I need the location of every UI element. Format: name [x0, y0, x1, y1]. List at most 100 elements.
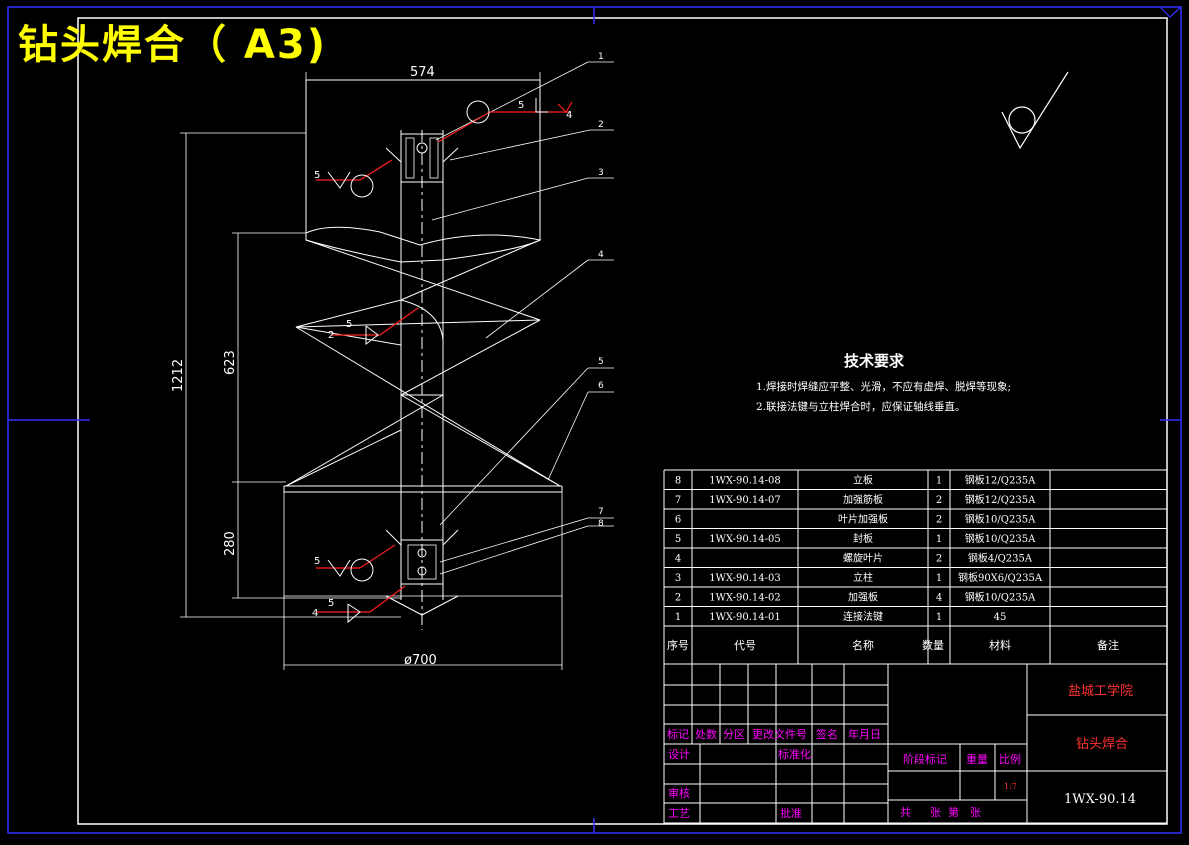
bom-cell-qty: 1 — [936, 534, 942, 545]
bom-cell-no: 4 — [675, 554, 681, 565]
bom-cell-no: 5 — [675, 534, 681, 545]
dim-diameter: ø700 — [404, 653, 437, 668]
bom-cell-material: 45 — [994, 612, 1007, 623]
bom-cell-code: 1WX-90.14-08 — [709, 476, 781, 487]
bom-cell-qty: 1 — [936, 612, 942, 623]
bom-cell-qty: 4 — [936, 593, 942, 604]
bom-cell-name: 封板 — [853, 532, 873, 545]
tb-scale: 1:7 — [1004, 782, 1017, 791]
bom-header-qty: 数量 — [922, 639, 944, 652]
weld-symbol-marks — [327, 98, 548, 624]
bom-cell-no: 8 — [675, 476, 681, 487]
tb-label-mark: 标记 — [667, 727, 689, 741]
weld-symbols — [316, 101, 573, 613]
tb-school: 盐城工学院 — [1068, 683, 1133, 699]
weld-size-label: 5 — [518, 100, 524, 111]
bom-header-code: 代号 — [734, 639, 756, 652]
tb-label-change-doc: 更改文件号 — [752, 727, 807, 741]
bom-cell-qty: 1 — [936, 573, 942, 584]
drill-bit-view — [283, 79, 563, 630]
bom-cell-name: 加强板 — [848, 591, 878, 604]
weld-count-label: 2 — [328, 330, 334, 341]
bom-header-no: 序号 — [667, 638, 689, 652]
bom-cell-code: 1WX-90.14-01 — [709, 612, 781, 623]
tb-label-sheet-no: 第 — [948, 805, 959, 819]
tb-label-sheets-unit: 张 — [930, 806, 941, 819]
bom-cell-no: 3 — [675, 573, 681, 584]
tb-drawing-no: 1WX-90.14 — [1064, 792, 1136, 807]
bom-cell-qty: 1 — [936, 476, 942, 487]
bom-cell-no: 2 — [675, 593, 681, 604]
bom-table-grid — [663, 469, 1168, 665]
bom-cell-no: 6 — [675, 515, 681, 526]
bom-cell-no: 7 — [675, 495, 681, 506]
bom-header-material: 材料 — [989, 638, 1011, 652]
tb-label-approve: 批准 — [780, 806, 802, 820]
bom-cell-qty: 2 — [936, 554, 942, 565]
tb-label-ratio: 比例 — [999, 752, 1021, 766]
dim-low-height: 280 — [223, 531, 238, 556]
weld-count-label: 4 — [566, 110, 572, 121]
bom-cell-material: 钢板12/Q235A — [965, 493, 1036, 506]
tb-label-design: 设计 — [668, 748, 690, 761]
callout-3: 3 — [598, 168, 604, 178]
weld-size-label: 5 — [314, 170, 320, 181]
sheet-frame — [7, 6, 1182, 834]
bom-cell-name: 叶片加强板 — [838, 513, 888, 526]
bom-header-remark: 备注 — [1097, 638, 1119, 652]
bom-cell-code: 1WX-90.14-03 — [709, 573, 781, 584]
tb-label-stage: 阶段标记 — [903, 752, 947, 766]
bom-cell-name: 立柱 — [853, 571, 873, 584]
callout-4: 4 — [598, 250, 604, 260]
dim-total-height: 1212 — [171, 359, 186, 392]
bom-cell-material: 钢板10/Q235A — [965, 532, 1036, 545]
callout-5: 5 — [598, 357, 604, 367]
bom-cell-name: 连接法键 — [843, 610, 883, 623]
tb-label-sheet-unit: 张 — [970, 806, 981, 819]
bom-cell-material: 钢板4/Q235A — [968, 552, 1033, 565]
surface-roughness-icon — [1001, 71, 1069, 150]
bom-cell-qty: 2 — [936, 495, 942, 506]
bom-cell-name: 螺旋叶片 — [843, 552, 883, 565]
callout-7: 7 — [598, 507, 604, 517]
tb-label-zone: 分区 — [723, 728, 745, 741]
callout-leaders — [431, 61, 614, 575]
bom-cell-qty: 2 — [936, 515, 942, 526]
bom-header-name: 名称 — [852, 638, 874, 652]
bom-cell-material: 钢板10/Q235A — [965, 513, 1036, 526]
tb-label-check: 审核 — [668, 786, 690, 800]
tb-label-process: 工艺 — [668, 807, 690, 820]
bom-cell-name: 加强筋板 — [843, 493, 883, 506]
tb-label-sign: 签名 — [816, 727, 838, 741]
tb-label-count: 处数 — [695, 728, 717, 741]
bom-cell-no: 1 — [675, 612, 681, 623]
callout-6: 6 — [598, 381, 604, 391]
tech-requirement-item: 1.焊接时焊缝应平整、光滑，不应有虚焊、脱焊等现象; — [756, 380, 1011, 393]
weld-size-label: 5 — [328, 598, 334, 609]
tb-label-standard: 标准化 — [778, 747, 811, 761]
page-title: 钻头焊合（ A3) — [18, 22, 327, 68]
tb-label-sheets: 共 — [900, 806, 911, 819]
bom-cell-code: 1WX-90.14-07 — [709, 495, 781, 506]
title-block-grid — [663, 663, 1168, 824]
tb-drawing-name: 钻头焊合 — [1076, 736, 1128, 752]
tech-requirement-item: 2.联接法键与立柱焊合时，应保证轴线垂直。 — [756, 400, 966, 413]
bom-cell-code: 1WX-90.14-02 — [709, 593, 781, 604]
tb-label-date: 年月日 — [848, 727, 881, 741]
weld-size-label: 5 — [314, 556, 320, 567]
tb-label-weight: 重量 — [966, 752, 988, 766]
dimension-lines — [180, 72, 563, 670]
bom-cell-material: 钢板12/Q235A — [965, 474, 1036, 487]
bom-cell-material: 钢板90X6/Q235A — [958, 571, 1043, 584]
callout-8: 8 — [598, 519, 604, 529]
bom-cell-code: 1WX-90.14-05 — [709, 534, 781, 545]
tech-requirements-heading: 技术要求 — [844, 352, 905, 370]
dim-mid-height: 623 — [223, 350, 238, 375]
dim-top-width: 574 — [410, 65, 435, 80]
weld-count-label: 4 — [312, 608, 318, 619]
callout-1: 1 — [598, 52, 604, 62]
callout-2: 2 — [598, 120, 604, 130]
